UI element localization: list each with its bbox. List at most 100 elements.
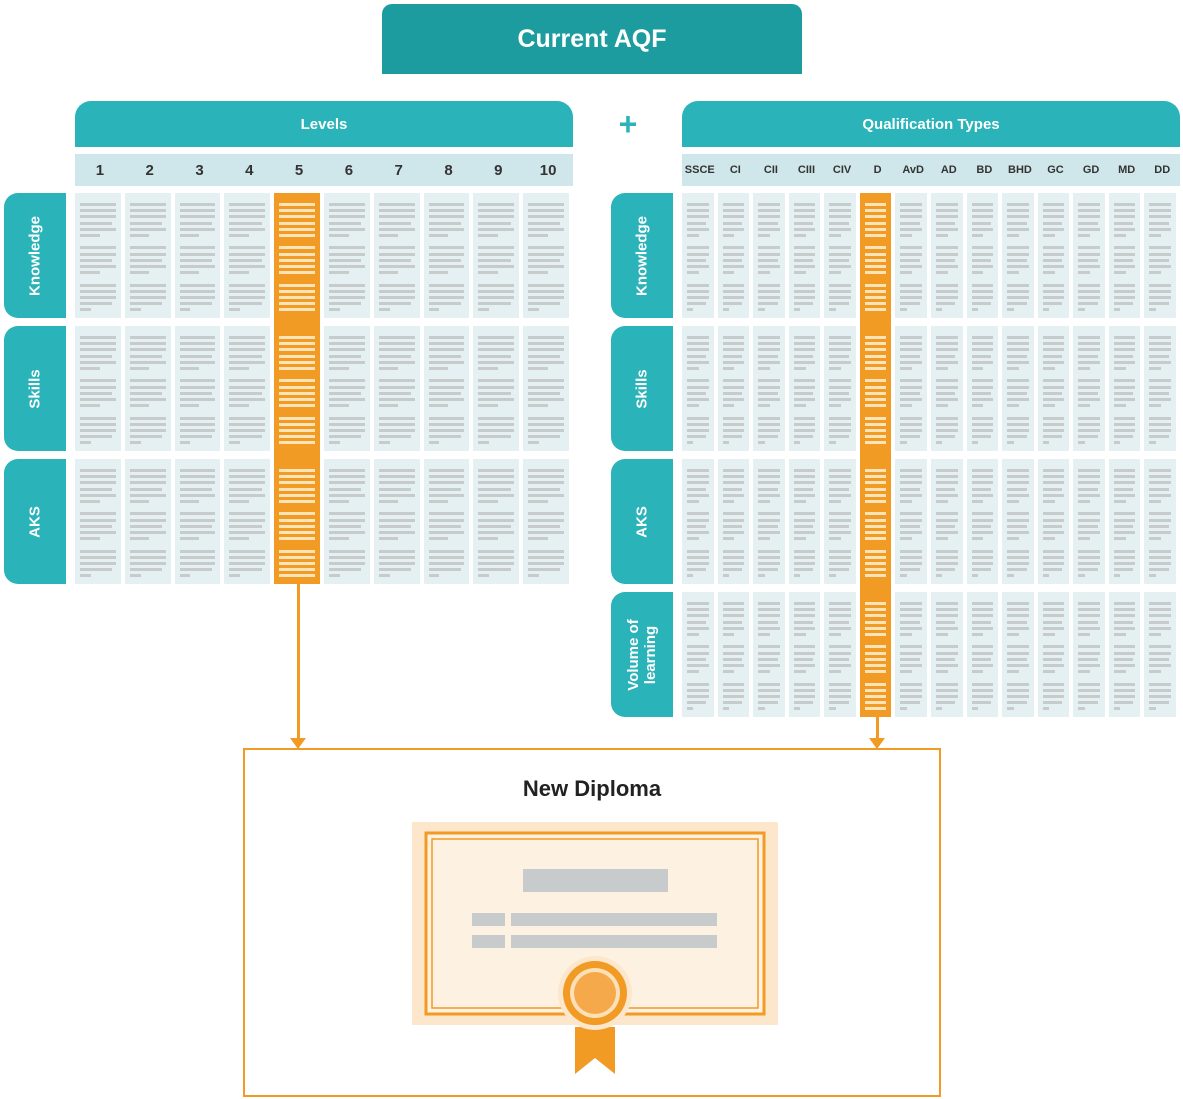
placeholder-line <box>1149 664 1171 667</box>
placeholder-line <box>1042 633 1055 636</box>
placeholder-line <box>758 342 780 346</box>
placeholder-line <box>428 354 461 358</box>
placeholder-line <box>1007 531 1029 534</box>
placeholder-line <box>378 360 415 364</box>
placeholder-line <box>528 524 561 528</box>
placeholder-line <box>722 620 742 624</box>
grid-cell <box>1108 326 1141 451</box>
placeholder-line <box>478 493 515 497</box>
placeholder-line <box>179 469 216 472</box>
placeholder-line <box>329 404 349 408</box>
placeholder-line <box>229 342 266 346</box>
placeholder-line <box>1078 209 1100 213</box>
placeholder-line <box>829 336 851 339</box>
placeholder-line <box>229 537 250 541</box>
placeholder-line <box>1042 555 1065 559</box>
placeholder-line <box>1078 379 1100 383</box>
column-header: D <box>873 164 882 176</box>
placeholder-line <box>936 289 958 293</box>
placeholder-line <box>758 664 780 667</box>
placeholder-line <box>1007 354 1027 358</box>
placeholder-line <box>329 429 365 432</box>
placeholder-line <box>1078 614 1100 618</box>
placeholder-line <box>428 562 465 565</box>
placeholder-line <box>1149 234 1162 237</box>
column-header: 10 <box>539 161 557 179</box>
placeholder-line <box>722 336 745 339</box>
grid-cell <box>75 459 121 584</box>
placeholder-line <box>864 633 887 636</box>
placeholder-line <box>1113 518 1136 522</box>
placeholder-line <box>1078 422 1100 426</box>
placeholder-line <box>1007 252 1029 256</box>
placeholder-line <box>864 701 887 705</box>
placeholder-line <box>179 422 216 426</box>
placeholder-line <box>1042 441 1050 445</box>
grid-cell <box>75 326 121 451</box>
placeholder-line <box>329 422 365 426</box>
grid-cell <box>124 459 171 584</box>
placeholder-line <box>478 221 511 225</box>
placeholder-line <box>329 518 365 522</box>
placeholder-line <box>687 209 709 213</box>
placeholder-line <box>936 271 948 275</box>
placeholder-line <box>329 221 362 225</box>
grid-cell <box>824 193 856 318</box>
placeholder-line <box>758 289 780 293</box>
placeholder-line <box>1007 524 1027 528</box>
placeholder-line <box>1149 633 1162 636</box>
placeholder-line <box>1042 469 1065 472</box>
placeholder-line <box>1113 531 1136 534</box>
placeholder-line <box>1078 441 1085 445</box>
placeholder-line <box>971 602 994 605</box>
placeholder-line <box>864 500 887 503</box>
placeholder-line <box>687 360 709 364</box>
placeholder-line <box>900 203 922 206</box>
placeholder-line <box>900 707 907 711</box>
placeholder-line <box>687 227 709 231</box>
placeholder-line <box>687 469 709 472</box>
placeholder-line <box>428 441 440 445</box>
placeholder-line <box>378 391 412 395</box>
placeholder-line <box>829 203 851 206</box>
placeholder-line <box>1078 215 1100 219</box>
placeholder-line <box>793 246 816 250</box>
placeholder-line <box>329 441 340 445</box>
placeholder-line <box>971 398 994 401</box>
placeholder-line <box>687 203 709 206</box>
placeholder-line <box>179 227 216 231</box>
placeholder-line <box>864 215 887 219</box>
placeholder-line <box>1078 469 1100 472</box>
placeholder-line <box>829 265 851 268</box>
levels-arrow-head <box>290 738 306 749</box>
placeholder-line <box>864 645 887 649</box>
placeholder-line <box>428 481 465 485</box>
placeholder-line <box>793 531 816 534</box>
placeholder-line <box>687 348 709 352</box>
placeholder-line <box>1078 302 1098 306</box>
placeholder-line <box>329 308 340 312</box>
placeholder-line <box>900 336 922 339</box>
placeholder-line <box>829 308 836 312</box>
placeholder-line <box>758 227 780 231</box>
placeholder-line <box>758 518 780 522</box>
grid-cell <box>473 193 520 318</box>
placeholder-line <box>971 441 979 445</box>
grid-cell <box>966 193 999 318</box>
placeholder-line <box>378 289 415 293</box>
placeholder-line <box>758 574 765 578</box>
placeholder-line <box>129 367 150 370</box>
placeholder-line <box>1149 203 1171 206</box>
placeholder-line <box>971 336 994 339</box>
placeholder-line <box>1113 429 1136 432</box>
placeholder-line <box>428 531 465 534</box>
placeholder-line <box>1149 651 1171 655</box>
placeholder-line <box>758 701 778 705</box>
grid-cell <box>717 459 750 584</box>
placeholder-line <box>279 234 315 237</box>
column-header: DD <box>1154 164 1171 176</box>
placeholder-line <box>378 398 415 401</box>
placeholder-line <box>229 435 262 439</box>
placeholder-line <box>1078 493 1100 497</box>
placeholder-line <box>758 626 780 630</box>
